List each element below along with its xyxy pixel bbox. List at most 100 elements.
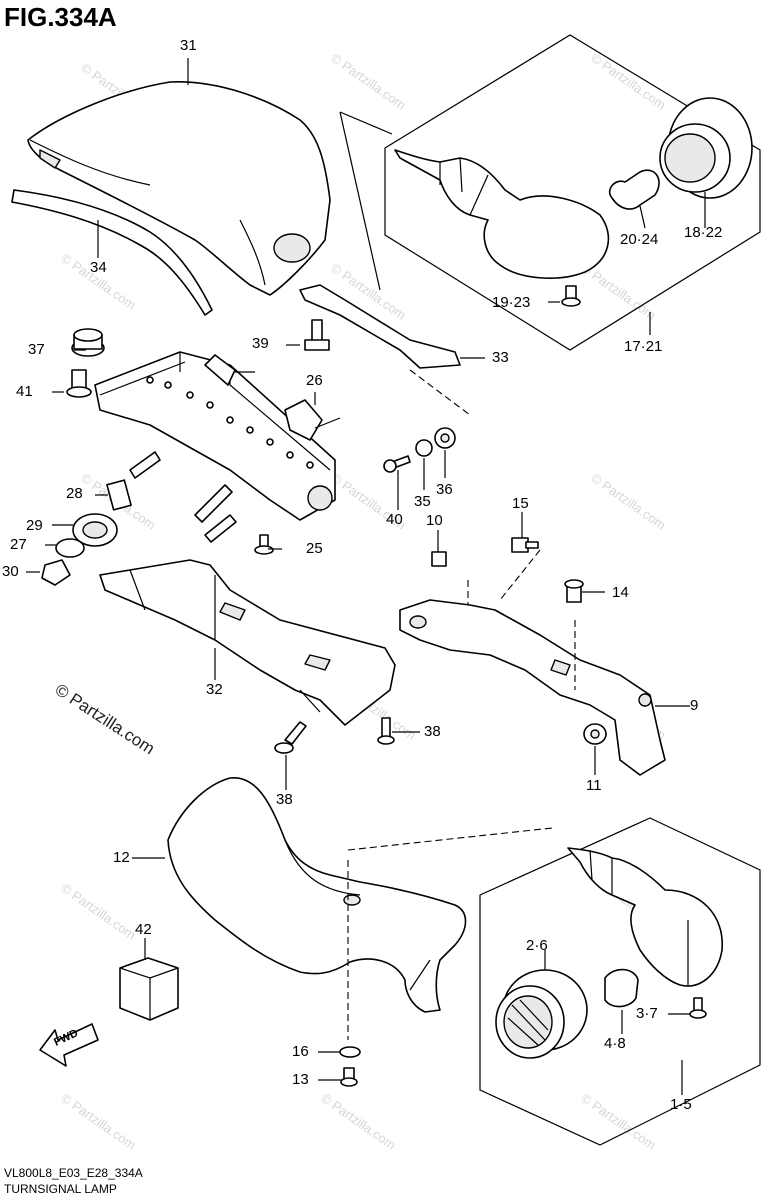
- cover-body: [27, 81, 331, 296]
- watermark: © Partzilla.com: [58, 1090, 138, 1153]
- watermark: © Partzilla.com: [58, 880, 138, 943]
- callout-20-24: 20·24: [620, 231, 659, 248]
- callout-19-23: 19·23: [492, 294, 531, 311]
- bulb-glass: [608, 169, 660, 210]
- screw-19-23: [561, 285, 581, 307]
- callout-27: 27: [10, 536, 27, 553]
- box-outline: [384, 34, 761, 351]
- front-lens: [495, 950, 588, 1059]
- fwd-arrow: FWD: [39, 1023, 99, 1067]
- watermark: © Partzilla.com: [588, 50, 668, 113]
- figure-title: FIG.334A: [4, 2, 117, 32]
- callout-34: 34: [90, 259, 107, 276]
- bracket-body: [399, 599, 666, 776]
- cover-body: [167, 777, 467, 1013]
- grommet-36: [434, 427, 456, 449]
- callout-32: 32: [206, 681, 223, 698]
- callout-26: 26: [306, 372, 323, 389]
- screw-3-7: [689, 997, 707, 1019]
- front-cover-12: [132, 777, 553, 1040]
- screw-39: [304, 319, 330, 351]
- bracket-32: [99, 559, 396, 726]
- callout-33: 33: [492, 349, 509, 366]
- callout-13: 13: [292, 1071, 309, 1088]
- callout-12: 12: [113, 849, 130, 866]
- relay-body: [119, 957, 179, 1021]
- studs: [129, 451, 237, 543]
- callout-4-8: 4·8: [604, 1035, 626, 1052]
- callout-3-7: 3·7: [636, 1005, 658, 1022]
- callout-25: 25: [306, 540, 323, 557]
- bolt-13: [340, 1067, 358, 1087]
- nut-30: [41, 559, 71, 586]
- figure-name: TURNSIGNAL LAMP: [4, 1182, 117, 1196]
- cover-hole: [273, 233, 311, 263]
- rear-turnsignal-box: [339, 34, 761, 351]
- callout-36: 36: [436, 481, 453, 498]
- housing-body: [394, 149, 610, 279]
- callout-39: 39: [252, 335, 269, 352]
- screw-40: [383, 455, 411, 473]
- watermark: © Partzilla.com: [328, 50, 408, 113]
- fwd-arrow-shape: [39, 1023, 99, 1067]
- collar-28: [106, 479, 132, 511]
- callout-38-rivet: 38: [424, 723, 441, 740]
- collar-41: [66, 369, 92, 398]
- bracket-body: [99, 559, 396, 726]
- screw-15: [511, 537, 539, 553]
- callout-37: 37: [28, 341, 45, 358]
- front-turnsignal-box: [479, 817, 761, 1146]
- callout-35: 35: [414, 493, 431, 510]
- housing-body: [567, 847, 723, 987]
- callout-1-5: 1·5: [670, 1096, 692, 1113]
- washer-16: [339, 1046, 361, 1058]
- leader-line: [339, 111, 393, 135]
- washer-35: [415, 439, 433, 457]
- bracket-33: [299, 284, 485, 416]
- grommet-37: [71, 328, 105, 357]
- callout-40: 40: [386, 511, 403, 528]
- washer-27: [55, 538, 85, 558]
- callout-11: 11: [586, 777, 602, 794]
- callout-16: 16: [292, 1043, 309, 1060]
- bulb-glass: [604, 968, 639, 1008]
- callout-9: 9: [690, 697, 699, 714]
- collar-14: [564, 579, 584, 603]
- callout-29: 29: [26, 517, 43, 534]
- watermark: © Partzilla.com: [318, 1090, 398, 1153]
- callout-18-22: 18·22: [684, 224, 723, 241]
- callout-15: 15: [512, 495, 529, 512]
- callout-leaders: [26, 301, 690, 1095]
- rivet-38b: [377, 717, 395, 745]
- callout-41: 41: [16, 383, 33, 400]
- callout-17-21: 17·21: [624, 338, 663, 355]
- callout-2-6: 2·6: [526, 937, 548, 954]
- callout-14: 14: [612, 584, 629, 601]
- front-bulb: [604, 968, 639, 1030]
- screw-25: [254, 534, 274, 555]
- callout-30: 30: [2, 563, 19, 580]
- rear-lens: [659, 97, 753, 228]
- screw-38a: [274, 721, 307, 754]
- nut-11: [583, 723, 607, 745]
- relay-42: [119, 938, 179, 1021]
- box-outline: [479, 817, 761, 1146]
- leader-line: [339, 111, 381, 291]
- callout-10: 10: [426, 512, 443, 529]
- nut-10: [431, 551, 447, 567]
- rear-fender-cover: [27, 58, 331, 296]
- lens-inner: [664, 133, 716, 183]
- strip-body: [11, 189, 213, 316]
- watermark: © Partzilla.com: [588, 470, 668, 533]
- figure-code: VL800L8_E03_E28_334A: [4, 1166, 143, 1180]
- rear-lamp-housing: [394, 149, 610, 279]
- rear-bulb: [608, 169, 660, 229]
- bracket-body: [299, 284, 461, 369]
- reflector-strip: [11, 189, 213, 316]
- bracket-9: [399, 549, 690, 776]
- holder-holes: [146, 376, 314, 469]
- callout-31: 31: [180, 37, 197, 54]
- front-lamp-housing: [567, 847, 723, 987]
- callout-28: 28: [66, 485, 83, 502]
